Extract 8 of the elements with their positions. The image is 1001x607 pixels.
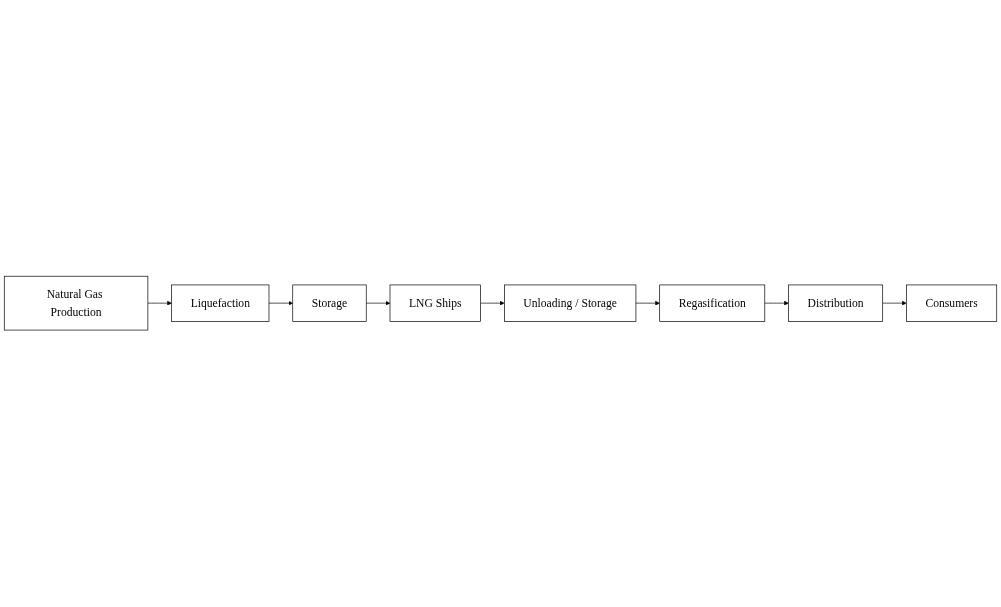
node-box: Unloading / Storage (504, 284, 637, 323)
node-box: LNG Ships (389, 284, 481, 323)
node-box: Regasification (659, 284, 766, 323)
node-box: Storage (292, 284, 367, 323)
node-box: Natural Gas Production (3, 276, 149, 331)
node-box: Distribution (788, 284, 884, 323)
node-box: Liquefaction (171, 284, 270, 323)
node-box: Consumers (906, 284, 998, 323)
